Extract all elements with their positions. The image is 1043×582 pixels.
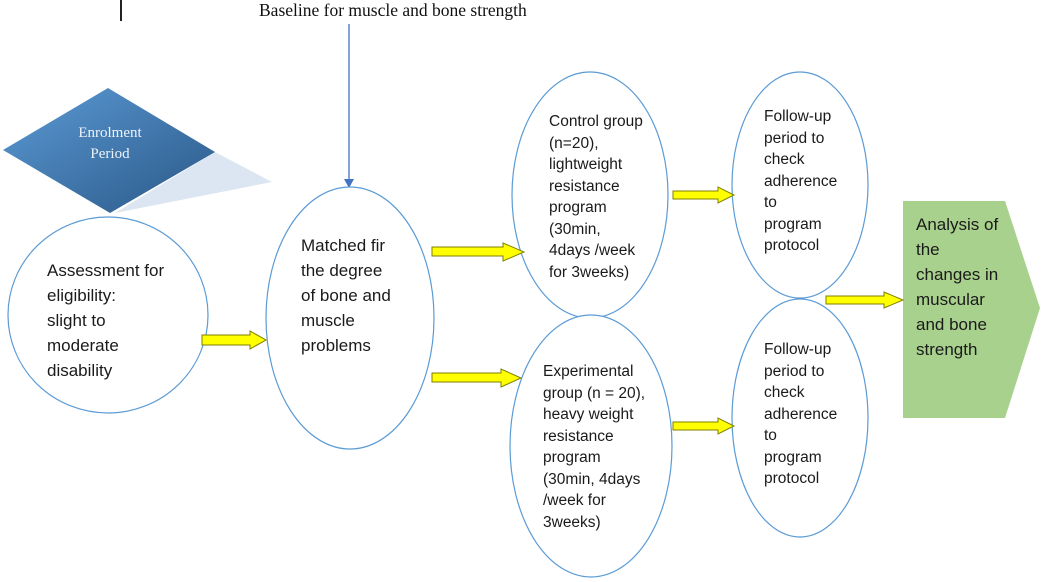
control-text: Control group (n=20), lightweight resist… <box>549 113 643 281</box>
baseline-label: Baseline for muscle and bone strength <box>259 0 527 20</box>
followup-control-text: Follow-up period to check adherence to p… <box>764 108 838 254</box>
assessment-text: Assessment for eligibility: slight to mo… <box>47 261 165 380</box>
assessment-ellipse <box>7 216 209 414</box>
matched-ellipse <box>265 186 435 450</box>
analysis-shape <box>903 201 1040 418</box>
experimental-ellipse <box>509 314 673 578</box>
followup-control-ellipse <box>731 71 869 299</box>
text-cursor-bar <box>120 0 122 21</box>
followup-experimental-text: Follow-up period to check adherence to p… <box>764 341 838 487</box>
arrow-matched-to-control <box>431 242 526 262</box>
enrolment-shadow <box>115 152 272 213</box>
enrolment-label: Enrolment Period <box>78 125 142 162</box>
analysis-text: Analysis of the changes in muscular and … <box>916 215 999 359</box>
matched-text: Matched fir the degree of bone and muscl… <box>301 236 391 355</box>
experimental-text: Experimental group (n = 20), heavy weigh… <box>543 363 646 531</box>
arrow-followup-to-analysis <box>825 291 905 309</box>
followup-experimental-ellipse <box>731 298 869 538</box>
arrow-experimental-to-followup <box>672 417 736 435</box>
arrow-control-to-followup <box>672 186 736 204</box>
baseline-arrowhead <box>344 179 354 188</box>
arrow-assessment-to-matched <box>201 330 268 350</box>
enrolment-diamond <box>3 88 215 213</box>
arrow-matched-to-experimental <box>431 368 523 388</box>
